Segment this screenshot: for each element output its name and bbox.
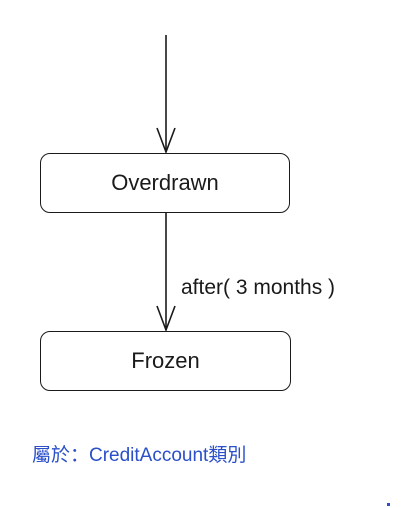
state-overdrawn: Overdrawn [40,153,290,213]
caption: 屬於：CreditAccount類別 [32,445,247,466]
state-overdrawn-label: Overdrawn [111,170,219,195]
state-frozen-label: Frozen [131,348,200,373]
incoming-arrowhead [156,127,176,155]
timed-transition-arrowhead [156,305,176,333]
transition-guard-label: after( 3 months ) [181,276,336,299]
stray-dot [387,503,390,506]
state-frozen: Frozen [40,331,291,391]
